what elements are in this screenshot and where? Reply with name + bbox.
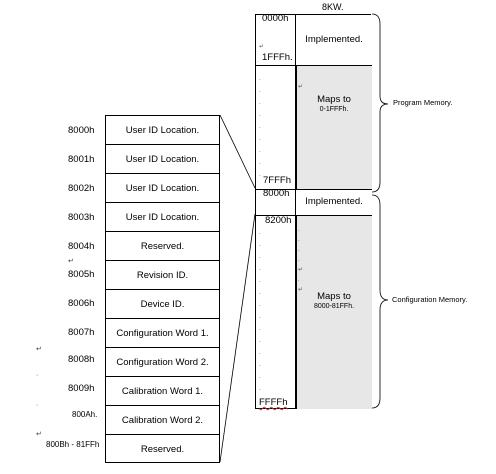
row-address: 8004h: [68, 241, 95, 252]
memory-map: Implemented. Maps to 0-1FFFh. Implemente…: [255, 14, 372, 409]
table-row: Reserved.: [106, 435, 219, 464]
row-address: 8001h: [68, 154, 95, 165]
maps-to-range-1: 0-1FFFh.: [319, 106, 349, 113]
table-row: Configuration Word 1.: [106, 319, 219, 348]
row-address: 8002h: [68, 183, 95, 194]
row-label: Revision ID.: [136, 269, 189, 281]
divider-8200: [256, 215, 372, 216]
row-address: 8006h: [68, 298, 95, 309]
row-address: 8005h: [68, 269, 95, 280]
formatting-mark: ·: [36, 402, 39, 409]
row-label: Reserved.: [140, 444, 185, 455]
row-address: 8000h: [68, 125, 95, 136]
formatting-mark: ↵: [36, 346, 42, 353]
row-address: 8003h: [68, 212, 95, 223]
row-label: User ID Location.: [125, 211, 200, 223]
formatting-mark: ↵: [259, 44, 265, 50]
top-size-label: 8KW.: [322, 2, 344, 12]
formatting-dots: ....↵.↵: [298, 227, 304, 293]
memory-brackets: [371, 13, 389, 409]
row-label: Calibration Word 1.: [121, 385, 204, 397]
divider-7fff: [256, 189, 372, 190]
formatting-dots: .........: [259, 76, 261, 178]
table-row: User ID Location.: [106, 145, 219, 174]
row-label: Configuration Word 1.: [116, 327, 209, 339]
program-memory-label: Program Memory.: [393, 98, 453, 107]
row-label: Calibration Word 2.: [121, 414, 204, 426]
row-address: 8007h: [68, 327, 95, 338]
row-label: Device ID.: [140, 298, 185, 310]
row-address: 800Ah.: [72, 410, 98, 419]
divider-1fff: [256, 65, 372, 66]
table-row: Calibration Word 2.: [106, 406, 219, 435]
segment-implemented-1: [296, 15, 372, 65]
row-address: 8009h: [68, 383, 95, 394]
table-row: User ID Location.: [106, 203, 219, 232]
row-address: 8008h: [68, 354, 95, 365]
table-row: Revision ID.: [106, 261, 219, 290]
connector-top: [219, 114, 256, 189]
row-label: User ID Location.: [125, 153, 200, 165]
maps-to-range-2: 8000-81FFh.: [313, 303, 355, 310]
row-label: Reserved.: [140, 240, 185, 252]
implemented-label-2: Implemented.: [305, 196, 363, 207]
configuration-memory-bracket: [371, 194, 389, 409]
segment-left-border: [295, 15, 296, 408]
row-label: Configuration Word 2.: [116, 356, 209, 368]
address-1fffh: 1FFFh.: [262, 52, 293, 63]
row-label: User ID Location.: [125, 124, 200, 136]
table-row: Calibration Word 1.: [106, 377, 219, 406]
formatting-mark: ·: [36, 372, 39, 379]
table-row: Configuration Word 2.: [106, 348, 219, 377]
implemented-label-1: Implemented.: [305, 34, 363, 45]
table-row: Device ID.: [106, 290, 219, 319]
address-7fffh: 7FFFh: [263, 175, 291, 186]
address-8200h: 8200h: [265, 215, 292, 226]
configuration-memory-label: Configuration Memory.: [392, 295, 468, 304]
row-address: 800Bh - 81FFh: [46, 440, 100, 449]
address-0000h: 0000h: [262, 13, 289, 24]
connector-bottom: [219, 213, 256, 463]
program-memory-bracket: [371, 13, 389, 193]
segment-maps-to-2: [296, 215, 372, 409]
formatting-dots: ..............: [259, 230, 261, 392]
formatting-mark: ↵: [36, 431, 42, 438]
maps-to-label-1: Maps to: [317, 94, 351, 105]
config-table: User ID Location. User ID Location. User…: [105, 115, 220, 463]
table-row: User ID Location.: [106, 116, 219, 145]
segment-maps-to-1: [296, 65, 372, 189]
table-row: Reserved.: [106, 232, 219, 261]
row-label: User ID Location.: [125, 182, 200, 194]
segment-implemented-2: [296, 189, 372, 215]
formatting-mark: ↵: [298, 84, 304, 90]
address-ffffh: FFFFh: [259, 397, 288, 408]
address-8000h: 8000h: [263, 188, 290, 199]
table-row: User ID Location.: [106, 174, 219, 203]
maps-to-label-2: Maps to: [317, 291, 351, 302]
formatting-mark: ↵: [68, 258, 74, 265]
